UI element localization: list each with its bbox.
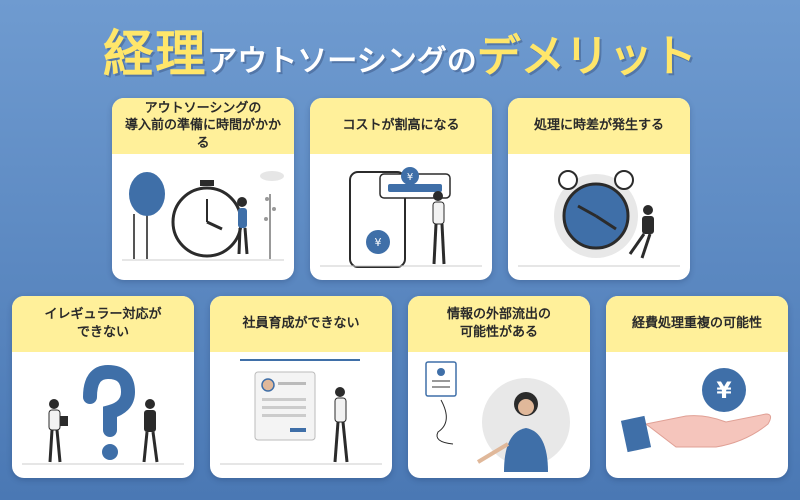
currency-symbol: ¥ (716, 379, 732, 404)
card-header: 社員育成ができない (210, 296, 392, 352)
alarm-clock-illustration (508, 154, 690, 280)
question-mark-illustration (12, 352, 194, 478)
card-header: イレギュラー対応が できない (12, 296, 194, 352)
card-header: アウトソーシングの 導入前の準備に時間がかかる (112, 98, 294, 154)
card-label: コストが割高になる (342, 118, 460, 134)
title-part-1: 経理 (103, 25, 208, 83)
hand-coin-illustration: ¥ (606, 352, 788, 478)
card-information-leak: 情報の外部流出の 可能性がある (408, 296, 590, 478)
card-staff-training: 社員育成ができない (210, 296, 392, 478)
card-header: 情報の外部流出の 可能性がある (408, 296, 590, 352)
card-label: 経費処理重複の可能性 (631, 316, 762, 332)
card-irregular-handling: イレギュラー対応が できない (12, 296, 194, 478)
card-duplicate-expenses: 経費処理重複の可能性 ¥ (606, 296, 788, 478)
title-part-3: デメリット (476, 31, 697, 82)
card-header: 経費処理重複の可能性 (606, 296, 788, 352)
card-preparation-time: アウトソーシングの 導入前の準備に時間がかかる (112, 98, 294, 280)
card-high-cost: コストが割高になる ¥ ¥ (310, 98, 492, 280)
phone-payment-illustration: ¥ ¥ (310, 154, 492, 280)
card-label: アウトソーシングの 導入前の準備に時間がかかる (124, 100, 281, 151)
card-label: 処理に時差が発生する (533, 118, 664, 134)
card-header: 処理に時差が発生する (508, 98, 690, 154)
currency-symbol: ¥ (407, 172, 413, 183)
card-time-lag: 処理に時差が発生する (508, 98, 690, 280)
card-label: 情報の外部流出の 可能性がある (446, 307, 551, 340)
person-document-illustration (408, 352, 590, 478)
card-label: 社員育成ができない (242, 316, 360, 332)
card-header: コストが割高になる (310, 98, 492, 154)
currency-symbol: ¥ (375, 236, 382, 249)
stopwatch-illustration (112, 154, 294, 280)
title-part-2: アウトソーシングの (207, 44, 477, 79)
card-label: イレギュラー対応が できない (44, 307, 162, 340)
profile-board-illustration (210, 352, 392, 478)
page-title: 経理アウトソーシングのデメリット (0, 14, 800, 84)
